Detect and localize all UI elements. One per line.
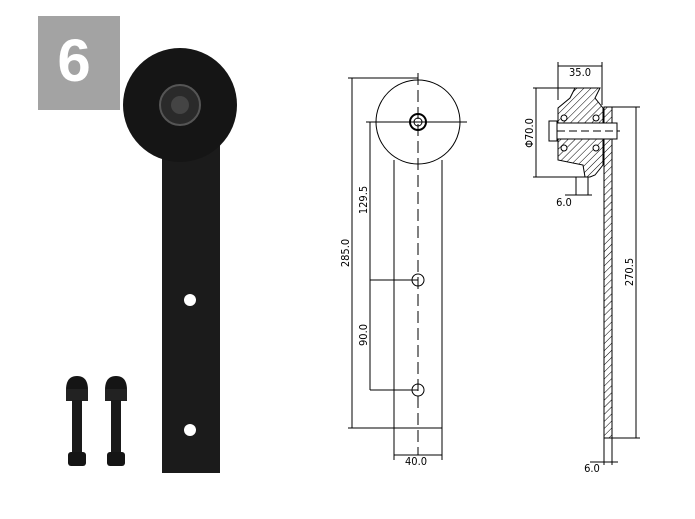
mount-hole [184,424,196,436]
dim-strap-length: 270.5 [623,258,636,286]
dim-hole-spacing: 90.0 [357,324,370,346]
strap-outline [393,160,443,429]
step-number: 6 [57,27,91,94]
front-view [348,73,467,460]
dim-wheel-width: 35.0 [569,66,591,79]
dim-axle-to-hole: 129.5 [357,186,370,214]
dim-groove-width: 6.0 [556,196,572,209]
dim-strap-width: 40.0 [405,455,427,468]
axle-nut [171,96,189,114]
dim-wheel-diameter: Φ70.0 [523,118,536,148]
bolt [105,376,127,466]
side-view [533,62,640,465]
mount-hole [184,294,196,306]
dim-overall-height: 285.0 [339,239,352,267]
bolt-head [548,120,558,142]
hanger-strap [162,140,220,473]
dim-strap-thickness: 6.0 [584,462,600,475]
hanger-photo [123,48,237,473]
step-badge: 6 [38,16,120,110]
bolt [66,376,88,466]
bolts-photo [66,376,127,466]
strap-section [603,106,613,439]
